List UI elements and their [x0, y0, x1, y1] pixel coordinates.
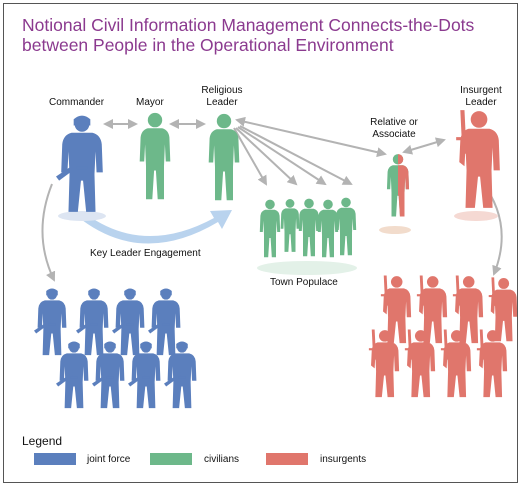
mayor-person-icon [139, 112, 171, 200]
arrow-to-populace-1 [233, 127, 267, 186]
populace-person-icon [335, 197, 357, 256]
arrow-relative-insurgent [402, 137, 446, 155]
religious-leader-label: Religious Leader [201, 85, 243, 108]
populace-person-icon [259, 199, 281, 258]
insurgent-group [368, 275, 517, 398]
relative-associate-icon [386, 154, 410, 217]
figure-frame: Notional Civil Information Management Co… [3, 3, 518, 483]
legend-swatch-civilians [150, 453, 192, 465]
insurgent-icon [368, 329, 400, 398]
religious-leader-person-icon [208, 113, 240, 201]
commander-label: Commander [49, 97, 105, 108]
key-leader-engagement-label: Key Leader Engagement [90, 248, 201, 259]
title-line-2: between People in the Operational Enviro… [22, 35, 394, 55]
legend-label-joint-force: joint force [87, 454, 131, 465]
populace-person-icon [317, 199, 339, 258]
soldier-icon [34, 288, 67, 356]
populace-person-icon [298, 198, 320, 257]
title-line-1: Notional Civil Information Management Co… [22, 15, 475, 35]
insurgent-leader-shadow [454, 211, 498, 221]
insurgent-leader-label: Insurgent Leader [460, 85, 502, 108]
soldier-icon [148, 288, 181, 356]
populace-shadow [257, 261, 357, 275]
populace-person-icon [280, 199, 300, 252]
joint-force-group [34, 288, 197, 409]
insurgent-icon [440, 329, 472, 398]
legend-label-insurgents: insurgents [320, 454, 367, 465]
arrow-to-populace-2 [235, 127, 298, 186]
legend-label-civilians: civilians [204, 454, 240, 465]
diagram-canvas [34, 110, 517, 409]
arrow-to-populace-4 [239, 125, 353, 185]
commander-shadow [58, 211, 106, 221]
relative-associate-label: Relative or Associate [370, 117, 418, 140]
soldier-icon [112, 288, 145, 356]
commander-soldier-icon [56, 115, 103, 212]
arrow-religious-relative [235, 116, 387, 158]
arrow-to-populace-3 [237, 126, 327, 186]
legend-swatch-joint-force [34, 453, 76, 465]
mayor-label: Mayor [136, 97, 164, 108]
legend-swatch-insurgents [266, 453, 308, 465]
insurgent-icon [404, 329, 436, 398]
insurgent-icon [476, 329, 508, 398]
relative-shadow [379, 226, 411, 234]
town-populace-label: Town Populace [270, 277, 338, 288]
key-leader-engagement-arrow [82, 210, 232, 244]
soldier-icon [76, 288, 109, 356]
figure-title: Notional Civil Information Management Co… [22, 15, 512, 55]
legend-title: Legend [22, 434, 63, 448]
town-populace-group [259, 197, 357, 258]
arrow-commander-to-force [41, 183, 56, 282]
insurgent-leader-icon [456, 110, 500, 208]
